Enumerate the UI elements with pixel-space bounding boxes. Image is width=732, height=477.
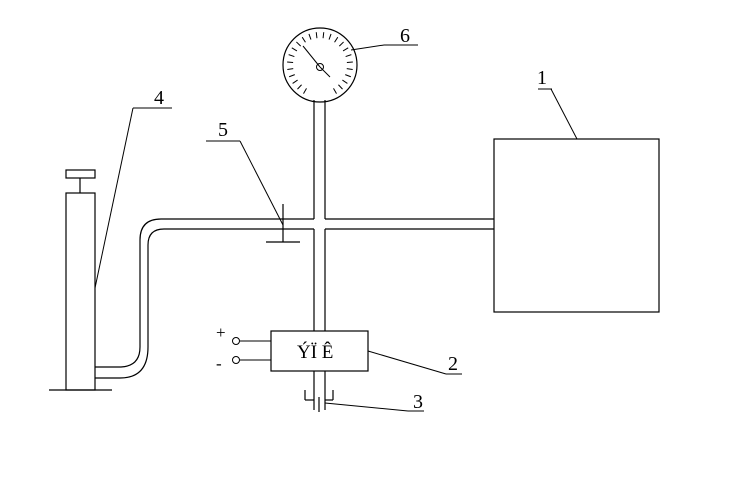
- pressure-gauge-icon: 6: [282, 25, 418, 103]
- main-pipe: [95, 218, 494, 379]
- gauge-tick: [338, 41, 344, 47]
- gauge-tick: [346, 68, 353, 70]
- plus-sign: +: [216, 323, 226, 342]
- label-2: 2: [448, 353, 458, 375]
- minus-terminal: [232, 356, 240, 364]
- gauge-needle: [302, 45, 321, 68]
- minus-sign: -: [216, 354, 222, 373]
- gauge-tick: [328, 33, 332, 40]
- gauge-tick: [292, 79, 298, 84]
- gauge-tick: [322, 32, 325, 39]
- gauge-tick: [308, 33, 312, 40]
- gauge-tick: [291, 47, 298, 52]
- vertical-pipe: [313, 100, 326, 400]
- gauge-tick: [342, 79, 348, 84]
- gauge-tick: [288, 74, 295, 78]
- gauge-tick: [345, 54, 352, 58]
- gauge-tick: [315, 32, 318, 39]
- gauge-tick: [342, 47, 349, 52]
- vessel-1: 1: [493, 67, 660, 313]
- gauge-tick: [296, 41, 302, 47]
- pump-4: 4: [49, 87, 172, 391]
- gauge-tick: [297, 84, 302, 90]
- gauge-tick: [346, 61, 353, 64]
- gauge-pivot: [316, 63, 324, 71]
- gauge-tick: [287, 68, 294, 70]
- gauge-needle-tail: [319, 66, 331, 78]
- gauge-tick: [334, 36, 339, 43]
- gauge-tick: [333, 88, 337, 94]
- transducer-2: ÝÏ Ê + - 2: [216, 323, 462, 375]
- label-5: 5: [218, 119, 228, 141]
- valve-5: 5: [206, 119, 300, 243]
- gauge-tick: [288, 54, 295, 58]
- label-1: 1: [537, 67, 547, 89]
- gauge-tick: [287, 61, 294, 64]
- gauge-tick: [301, 36, 306, 43]
- gauge-tick: [303, 88, 307, 94]
- gauge-tick: [338, 84, 343, 90]
- transducer-label: ÝÏ Ê: [297, 341, 333, 363]
- gauge-ticks: [287, 32, 353, 94]
- label-3: 3: [413, 391, 423, 413]
- gauge-tick: [345, 74, 352, 78]
- drain-valve-3: 3: [304, 390, 424, 413]
- label-4: 4: [154, 87, 164, 109]
- label-6: 6: [400, 25, 410, 47]
- plus-terminal: [232, 337, 240, 345]
